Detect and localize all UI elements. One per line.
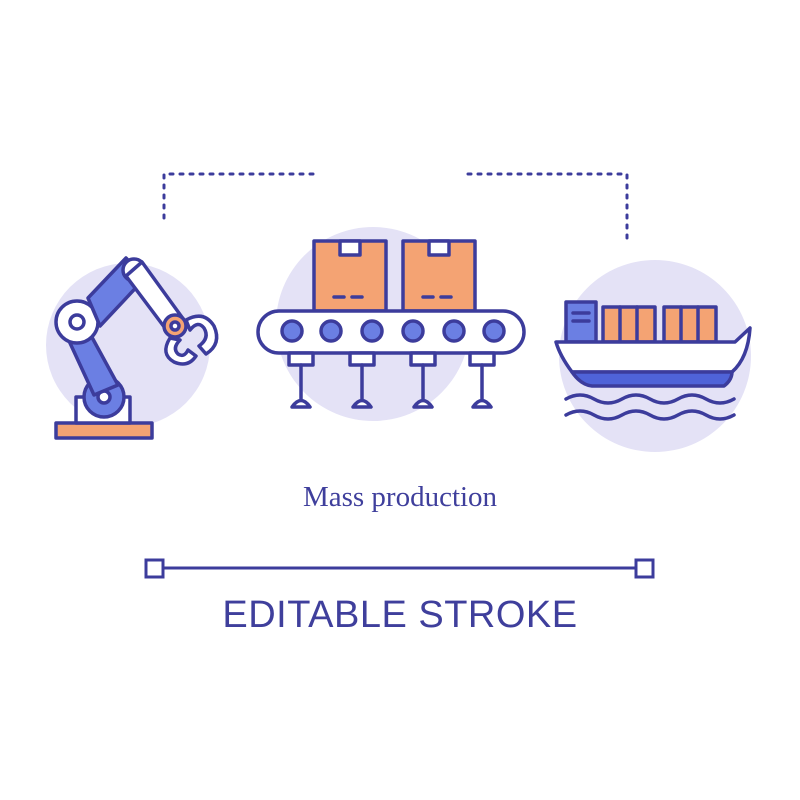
editable-stroke-handle: [144, 558, 655, 579]
robot-arm-icon: [54, 256, 219, 440]
dotted-connector-left: [162, 172, 322, 220]
caption-title: Mass production: [302, 481, 498, 513]
conveyor-belt-icon: [256, 239, 526, 409]
editable-stroke-label: EDITABLE STROKE: [222, 594, 578, 636]
cargo-ship-icon: [554, 300, 752, 421]
dotted-connector-right: [466, 172, 629, 246]
